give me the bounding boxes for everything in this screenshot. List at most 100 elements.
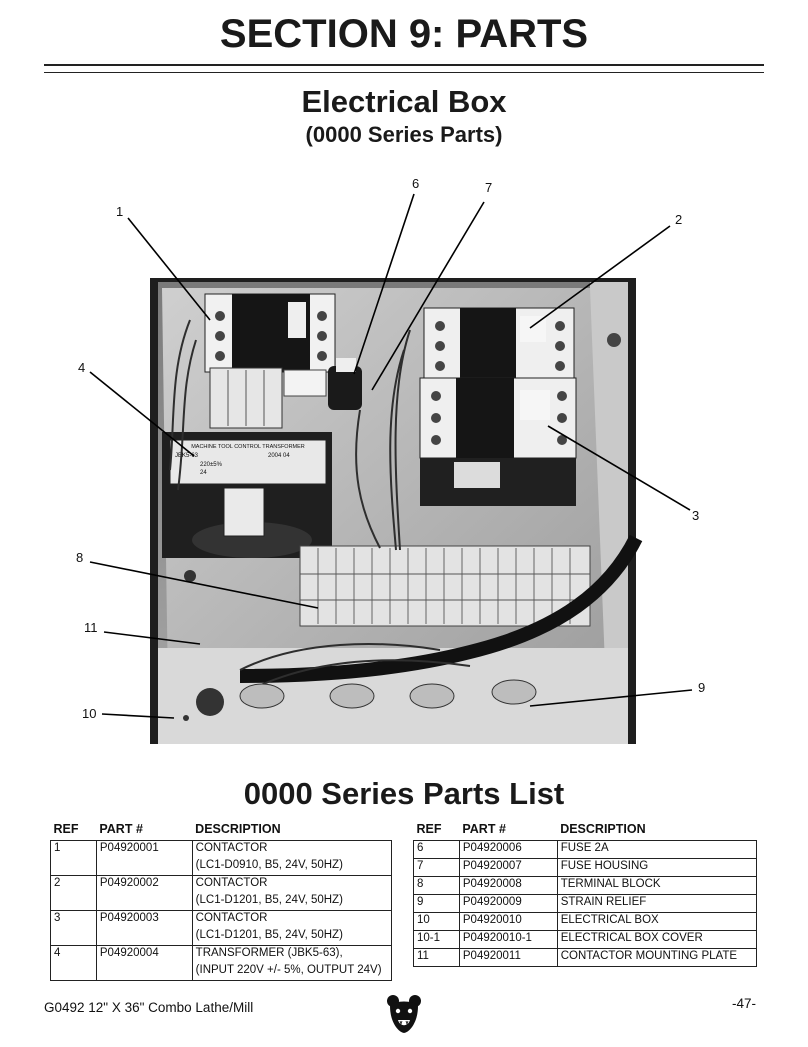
callout-8: 8 (76, 550, 84, 565)
col-header-part: PART # (99, 822, 143, 836)
cell-ref: 10 (413, 912, 460, 931)
leader-4 (89, 371, 195, 457)
strain-reliefs (239, 679, 537, 709)
cell-description: CONTACTOR (191, 875, 393, 893)
transformer-model: JBK5-63 (175, 453, 199, 459)
callout-1: 1 (116, 204, 124, 219)
callout-leaders (89, 193, 693, 719)
cell-part-number (95, 963, 193, 981)
contactor-1 (204, 293, 336, 373)
cell-description: (INPUT 220V +/- 5%, OUTPUT 24V) (191, 963, 393, 981)
cell-part-number: P04920007 (458, 858, 558, 877)
cell-part-number: P04920003 (95, 910, 193, 928)
leader-8 (89, 561, 319, 609)
cell-part-number: P04920004 (95, 945, 193, 963)
cell-ref: 2 (50, 875, 97, 893)
parts-list-title: 0000 Series Parts List (243, 776, 565, 811)
footer-page-number: -47- (732, 996, 757, 1011)
cell-description: STRAIN RELIEF (556, 894, 758, 913)
callout-3: 3 (692, 508, 700, 523)
cell-part-number: P04920009 (458, 894, 558, 913)
table-row: (LC1-D1201, B5, 24V, 50HZ) (50, 893, 393, 911)
cell-description: CONTACTOR (191, 840, 393, 858)
callout-6: 6 (412, 176, 420, 191)
cell-part-number: P04920006 (458, 840, 558, 859)
leader-3 (547, 425, 691, 511)
cell-ref (50, 928, 97, 946)
contactor-2 (423, 307, 575, 379)
cell-description: FUSE HOUSING (556, 858, 758, 877)
cell-part-number: P04920010-1 (458, 930, 558, 949)
col-header-description: DESCRIPTION (560, 822, 646, 836)
diagram-subtitle: (0000 Series Parts) (305, 122, 503, 147)
callout-11: 11 (84, 620, 98, 635)
cell-part-number: P04920008 (458, 876, 558, 895)
col-header-ref: REF (416, 822, 442, 836)
cell-ref: 11 (413, 948, 460, 967)
footer-model: G0492 12" X 36" Combo Lathe/Mill (44, 1000, 254, 1015)
bear-logo-icon (387, 995, 421, 1033)
cell-ref: 7 (413, 858, 460, 877)
cell-part-number: P04920001 (95, 840, 193, 858)
cell-ref: 4 (50, 945, 97, 963)
transformer-date: 2004 04 (268, 453, 290, 459)
cell-part-number (95, 893, 193, 911)
cell-part-number: P04920010 (458, 912, 558, 931)
cell-description: CONTACTOR MOUNTING PLATE (556, 948, 758, 967)
cell-ref: 6 (413, 840, 460, 859)
transformer-output: 24 (200, 470, 207, 476)
callout-7: 7 (485, 180, 493, 195)
table-row: (LC1-D0910, B5, 24V, 50HZ) (50, 858, 393, 876)
header-rule (44, 64, 764, 66)
leader-10 (101, 713, 175, 719)
cell-description: ELECTRICAL BOX COVER (556, 930, 758, 949)
cell-part-number (95, 858, 193, 876)
transformer: MACHINE TOOL CONTROL TRANSFORMER JBK5-63… (162, 432, 332, 558)
transformer-input: 220±5% (200, 462, 223, 468)
screw-hole (183, 715, 189, 721)
col-header-ref: REF (53, 822, 79, 836)
cell-ref (50, 963, 97, 981)
terminal-block (299, 545, 591, 627)
leader-9 (529, 689, 693, 707)
col-header-part: PART # (462, 822, 506, 836)
header-rule-thin (44, 72, 764, 73)
cell-description: ELECTRICAL BOX (556, 912, 758, 931)
cell-ref: 10-1 (413, 930, 460, 949)
cell-part-number: P04920002 (95, 875, 193, 893)
cell-part-number (95, 928, 193, 946)
electrical-box-photo: MACHINE TOOL CONTROL TRANSFORMER JBK5-63… (0, 170, 808, 760)
wiring (169, 319, 471, 691)
leader-1 (127, 217, 211, 321)
cell-ref: 3 (50, 910, 97, 928)
col-header-description: DESCRIPTION (195, 822, 281, 836)
callout-9: 9 (698, 680, 706, 695)
cell-part-number: P04920011 (458, 948, 558, 967)
callout-10: 10 (82, 706, 97, 721)
diagram-title: Electrical Box (301, 84, 507, 119)
cell-description: CONTACTOR (191, 910, 393, 928)
screw (184, 570, 196, 582)
cell-description: (LC1-D0910, B5, 24V, 50HZ) (191, 858, 393, 876)
cell-ref (50, 858, 97, 876)
cell-ref (50, 893, 97, 911)
screw (607, 333, 621, 347)
knockout-hole (196, 688, 224, 716)
table-row: (LC1-D1201, B5, 24V, 50HZ) (50, 928, 393, 946)
section-title: SECTION 9: PARTS (219, 12, 589, 56)
main-cable (239, 534, 643, 683)
cell-ref: 9 (413, 894, 460, 913)
cell-description: TERMINAL BLOCK (556, 876, 758, 895)
